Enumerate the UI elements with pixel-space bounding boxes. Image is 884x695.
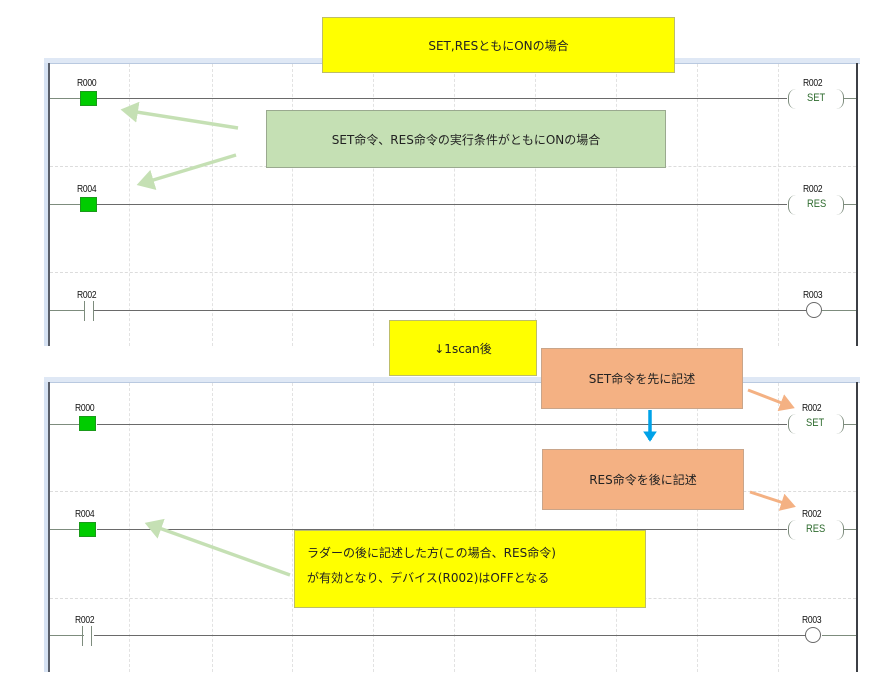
column-ruler: [44, 377, 860, 383]
set-first-note-text: SET命令を先に記述: [588, 372, 696, 386]
coil-icon[interactable]: [805, 627, 821, 643]
wire: [50, 310, 84, 311]
coil-right-paren-icon: [836, 195, 844, 215]
grid-line: [292, 383, 293, 672]
grid-line: [697, 64, 698, 346]
grid-line: [212, 64, 213, 346]
coil-right-paren-icon: [836, 89, 844, 109]
coil-right-paren-icon: [836, 520, 844, 540]
res-later-note-text: RES命令を後に記述: [589, 473, 697, 487]
grid-line: [535, 383, 536, 672]
grid-line: [50, 272, 856, 273]
coil-function[interactable]: RES: [807, 198, 827, 210]
left-power-rail: [48, 382, 50, 672]
transition-note: ↓1scan後: [389, 320, 537, 376]
contact-on-icon[interactable]: [79, 522, 96, 537]
coil-label: R003: [803, 290, 823, 301]
ladder-panel-after: R000 R002 SET R004 R002 RES R002 R003: [44, 377, 860, 672]
grid-line: [778, 64, 779, 346]
grid-line: [616, 64, 617, 346]
coil-right-paren-icon: [836, 414, 844, 434]
left-power-rail: [48, 63, 50, 346]
left-margin: [44, 382, 48, 672]
coil-function[interactable]: RES: [806, 523, 826, 535]
left-margin: [44, 63, 48, 346]
title-note: SET,RESともにONの場合: [322, 17, 675, 73]
result-note: ラダーの後に記述した方(この場合、RES命令) が有効となり、デバイス(R002…: [294, 530, 646, 608]
wire: [97, 424, 787, 425]
wire: [844, 424, 856, 425]
contact-label: R002: [77, 290, 97, 301]
wire: [97, 529, 787, 530]
result-note-line-2: が有効となり、デバイス(R002)はOFFとなる: [307, 571, 550, 585]
grid-line: [373, 64, 374, 346]
condition-note-text: SET命令、RES命令の実行条件がともにONの場合: [331, 132, 601, 147]
contact-label: R000: [77, 78, 97, 89]
result-note-line-1: ラダーの後に記述した方(この場合、RES命令): [307, 546, 556, 560]
contact-on-icon[interactable]: [80, 197, 97, 212]
title-note-text: SET,RESともにONの場合: [428, 38, 569, 53]
condition-note: SET命令、RES命令の実行条件がともにONの場合: [266, 110, 666, 168]
coil-label: R003: [802, 615, 822, 626]
coil-left-paren-icon: [788, 520, 796, 540]
set-first-note: SET命令を先に記述: [541, 348, 743, 409]
contact-label: R000: [75, 403, 95, 414]
contact-label: R004: [75, 509, 95, 520]
wire: [94, 310, 806, 311]
wire: [97, 204, 787, 205]
coil-label: R002: [802, 403, 822, 414]
coil-left-paren-icon: [788, 414, 796, 434]
grid-line: [454, 383, 455, 672]
grid-line: [129, 383, 130, 672]
no-contact-icon[interactable]: [82, 626, 92, 646]
grid-line: [212, 383, 213, 672]
wire: [822, 635, 856, 636]
wire: [50, 529, 80, 530]
wire: [844, 529, 856, 530]
wire: [844, 98, 856, 99]
wire: [50, 98, 80, 99]
right-power-rail: [856, 63, 858, 346]
coil-function[interactable]: SET: [806, 417, 825, 429]
coil-label: R002: [803, 78, 823, 89]
grid-line: [778, 383, 779, 672]
coil-left-paren-icon: [788, 89, 796, 109]
res-later-note: RES命令を後に記述: [542, 449, 744, 510]
coil-icon[interactable]: [806, 302, 822, 318]
contact-on-icon[interactable]: [79, 416, 96, 431]
coil-label: R002: [802, 509, 822, 520]
wire: [50, 424, 80, 425]
wire: [97, 98, 787, 99]
grid-line: [454, 64, 455, 346]
no-contact-icon[interactable]: [84, 301, 94, 321]
wire: [94, 635, 806, 636]
grid-line: [373, 383, 374, 672]
wire: [822, 310, 856, 311]
wire: [50, 204, 80, 205]
grid-line: [129, 64, 130, 346]
grid-line: [292, 64, 293, 346]
coil-function[interactable]: SET: [807, 92, 826, 104]
wire: [50, 635, 84, 636]
ladder-panel-before: R000 R002 SET R004 R002 RES R002 R003: [44, 58, 860, 346]
right-power-rail: [856, 382, 858, 672]
grid-line: [697, 383, 698, 672]
wire: [844, 204, 856, 205]
contact-on-icon[interactable]: [80, 91, 97, 106]
coil-label: R002: [803, 184, 823, 195]
contact-label: R002: [75, 615, 95, 626]
grid-line: [50, 491, 856, 492]
coil-left-paren-icon: [788, 195, 796, 215]
contact-label: R004: [77, 184, 97, 195]
grid-line: [535, 64, 536, 346]
transition-note-text: ↓1scan後: [434, 341, 492, 356]
grid-line: [616, 383, 617, 672]
